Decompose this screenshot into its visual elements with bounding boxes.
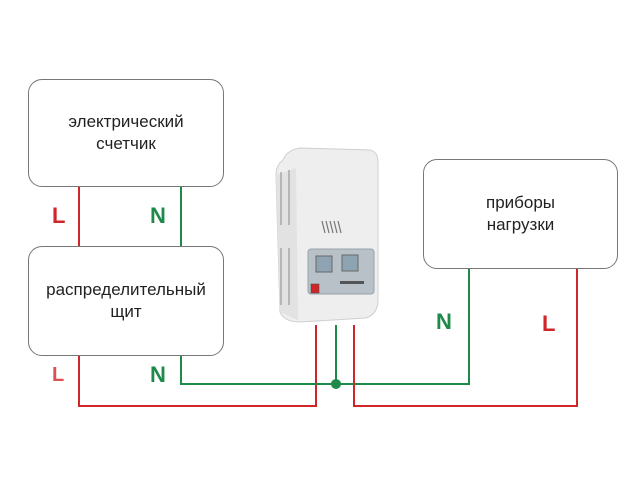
- load-devices-box: приборы нагрузки: [423, 159, 618, 269]
- phase-label-panel-out: L: [52, 364, 65, 386]
- neutral-label-load: N: [436, 309, 452, 334]
- meter-box: электрический счетчик: [28, 79, 224, 187]
- neutral-junction-dot: [331, 379, 341, 389]
- distribution-panel-box: распределительный щит: [28, 246, 224, 356]
- phase-label-load: L: [542, 311, 556, 336]
- load-label-line2: нагрузки: [486, 215, 555, 234]
- vent-slots-icon: [321, 220, 342, 234]
- meter-label-line2: счетчик: [96, 134, 156, 153]
- phase-wire-panel-stabilizer: [78, 325, 317, 407]
- phase-label-meter-panel: L: [52, 203, 66, 228]
- power-switch-icon: [310, 283, 320, 294]
- voltage-display-output: [341, 254, 359, 272]
- panel-label-line1: распределительный: [46, 280, 206, 299]
- load-label-line1: приборы: [485, 193, 556, 212]
- neutral-label-meter-panel: N: [150, 203, 166, 228]
- panel-label-line2: щит: [110, 302, 142, 321]
- voltage-display-input: [315, 255, 333, 273]
- meter-label-line1: электрический: [68, 112, 184, 131]
- neutral-wire-panel-load: [180, 268, 470, 385]
- phase-wire-stabilizer-load: [353, 268, 578, 407]
- voltage-stabilizer: [275, 147, 379, 323]
- neutral-label-panel-out: N: [150, 362, 166, 387]
